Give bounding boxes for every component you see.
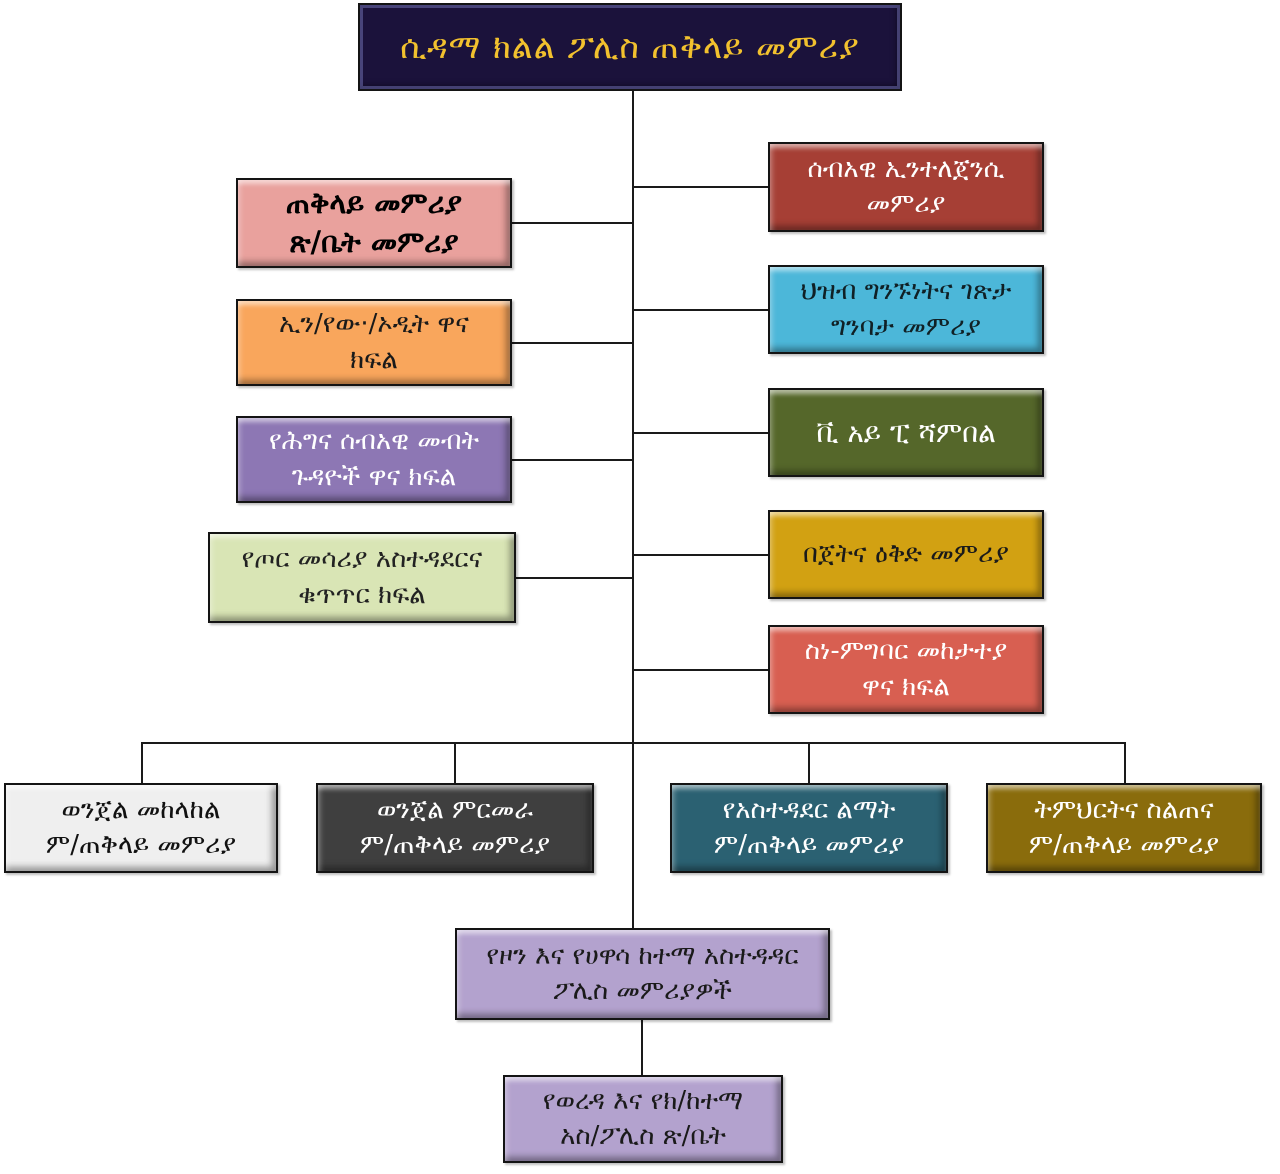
node-crime-investigation: ወንጀል ምርመራ ም/ጠቅላይ መምሪያ xyxy=(316,783,594,873)
node-legal-human-rights: የሕግና ሰብአዊ መብት ጉዳዮች ዋና ክፍል xyxy=(236,416,512,503)
connector-right-2 xyxy=(634,309,768,311)
connector-left-4 xyxy=(516,577,632,579)
connector-main-vertical xyxy=(632,91,634,928)
connector-left-3 xyxy=(512,459,632,461)
node-public-relations: ህዝብ ግንኙነትና ገጽታ ግንባታ መምሪያ xyxy=(768,265,1044,354)
node-headquarters: ሲዳማ ክልል ፖሊስ ጠቅላይ መምሪያ xyxy=(358,3,902,91)
node-general-directorate-office: ጠቅላይ መምሪያ ጽ/ቤት መምሪያ xyxy=(236,178,512,268)
connector-subordinate xyxy=(641,1020,643,1075)
node-firearms-admin-control: የጦር መሳሪያ አስተዳደርና ቁጥጥር ክፍል xyxy=(208,532,516,623)
node-woreda-subcity-police-office: የወረዳ እና የክ/ከተማ አስ/ፖሊስ ጽ/ቤት xyxy=(503,1075,783,1163)
node-human-intelligence: ሰብአዊ ኢንተለጀንሲ መምሪያ xyxy=(768,142,1044,232)
node-crime-prevention: ወንጀል መከላከል ም/ጠቅላይ መምሪያ xyxy=(4,783,278,873)
connector-deputy-drop-3 xyxy=(808,742,810,783)
connector-right-5 xyxy=(634,669,768,671)
node-admin-development: የአስተዳደር ልማት ም/ጠቅላይ መምሪያ xyxy=(670,783,948,873)
connector-right-4 xyxy=(634,554,768,556)
connector-deputy-drop-2 xyxy=(454,742,456,783)
connector-right-3 xyxy=(634,432,768,434)
connector-deputy-drop-4 xyxy=(1124,742,1126,783)
node-internal-audit: ኢን/የው·/ኦዲት ዋና ክፍል xyxy=(236,299,512,386)
connector-deputy-rail xyxy=(141,742,1126,744)
connector-deputy-drop-1 xyxy=(141,742,143,783)
connector-left-1 xyxy=(512,222,632,224)
node-education-training: ትምህርትና ስልጠና ም/ጠቅላይ መምሪያ xyxy=(986,783,1262,873)
node-ethics-monitoring: ስነ-ምግባር መከታተያ ዋና ክፍል xyxy=(768,625,1044,714)
connector-left-2 xyxy=(512,342,632,344)
connector-right-1 xyxy=(634,186,768,188)
node-zone-hawassa-police-departments: የዞን እና የሀዋሳ ከተማ አስተዳዳር ፖሊስ መምሪያዎች xyxy=(455,928,830,1020)
node-budget-planning: በጀትና ዕቅድ መምሪያ xyxy=(768,510,1044,599)
node-vip-company: ቪ አይ ፒ ሻምበል xyxy=(768,388,1044,477)
